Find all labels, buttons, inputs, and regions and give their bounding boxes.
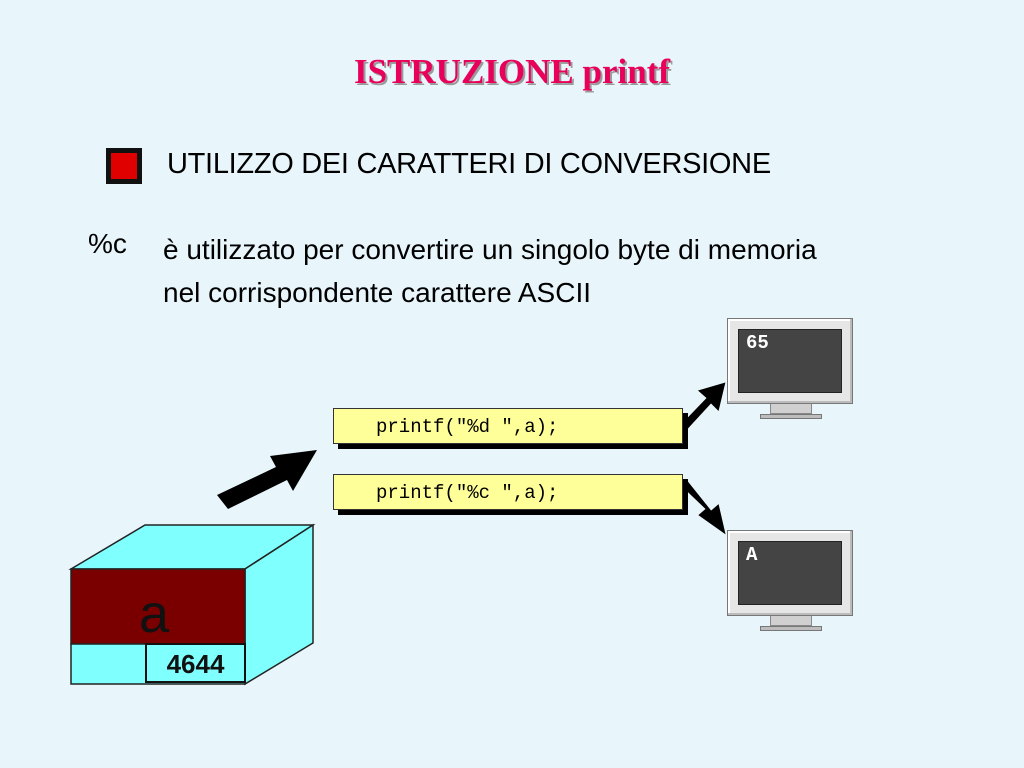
description-line-2: nel corrispondente carattere ASCII	[163, 277, 592, 308]
slide-title: ISTRUZIONE printf	[353, 52, 671, 91]
monitor-icon: A	[727, 530, 855, 631]
memory-address: 4644	[166, 649, 225, 679]
printf-statement-d: printf("%d ",a);	[333, 408, 683, 444]
bullet-square-icon	[106, 148, 142, 184]
description-line-1: è utilizzato per convertire un singolo b…	[163, 234, 817, 265]
section-heading: UTILIZZO DEI CARATTERI DI CONVERSIONE	[167, 148, 771, 180]
arrow-icon	[681, 382, 726, 430]
monitor-icon: 65	[727, 318, 855, 419]
specifier-description: è utilizzato per convertire un singolo b…	[163, 228, 943, 314]
output-character: A	[738, 541, 842, 605]
arrow-icon	[681, 480, 726, 535]
variable-name: a	[139, 584, 170, 644]
arrow-icon	[217, 450, 317, 509]
printf-statement-c: printf("%c ",a);	[333, 474, 683, 510]
format-specifier: %c	[88, 228, 127, 259]
output-decimal: 65	[738, 329, 842, 393]
memory-cell-box	[68, 523, 316, 686]
